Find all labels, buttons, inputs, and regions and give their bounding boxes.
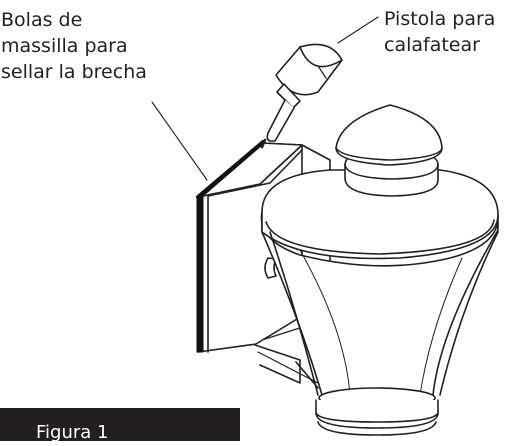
- fixture-top: [335, 104, 443, 197]
- sealant-label-line-1: Bolas de: [1, 9, 83, 31]
- sealant-leader-line: [151, 101, 208, 181]
- wall-plate: [197, 142, 303, 353]
- caulk-gun-label: Pistola para calafatear: [384, 6, 495, 58]
- caulk-gun-label-line-2: calafatear: [384, 34, 480, 56]
- caulking-gun-icon: [260, 43, 343, 149]
- figure-caption: Figura 1: [36, 422, 109, 441]
- sealant-label-line-3: sellar la brecha: [1, 61, 147, 83]
- figure-caption-badge: Figura 1: [0, 408, 240, 441]
- caulk-gun-leader-line: [337, 16, 379, 44]
- sealant-label-line-2: massilla para: [1, 35, 128, 57]
- caulk-gun-label-line-1: Pistola para: [384, 8, 496, 30]
- sealant-label: Bolas de massilla para sellar la brecha: [1, 7, 147, 85]
- fixture-body: [260, 169, 499, 396]
- fixture-base: [315, 387, 439, 436]
